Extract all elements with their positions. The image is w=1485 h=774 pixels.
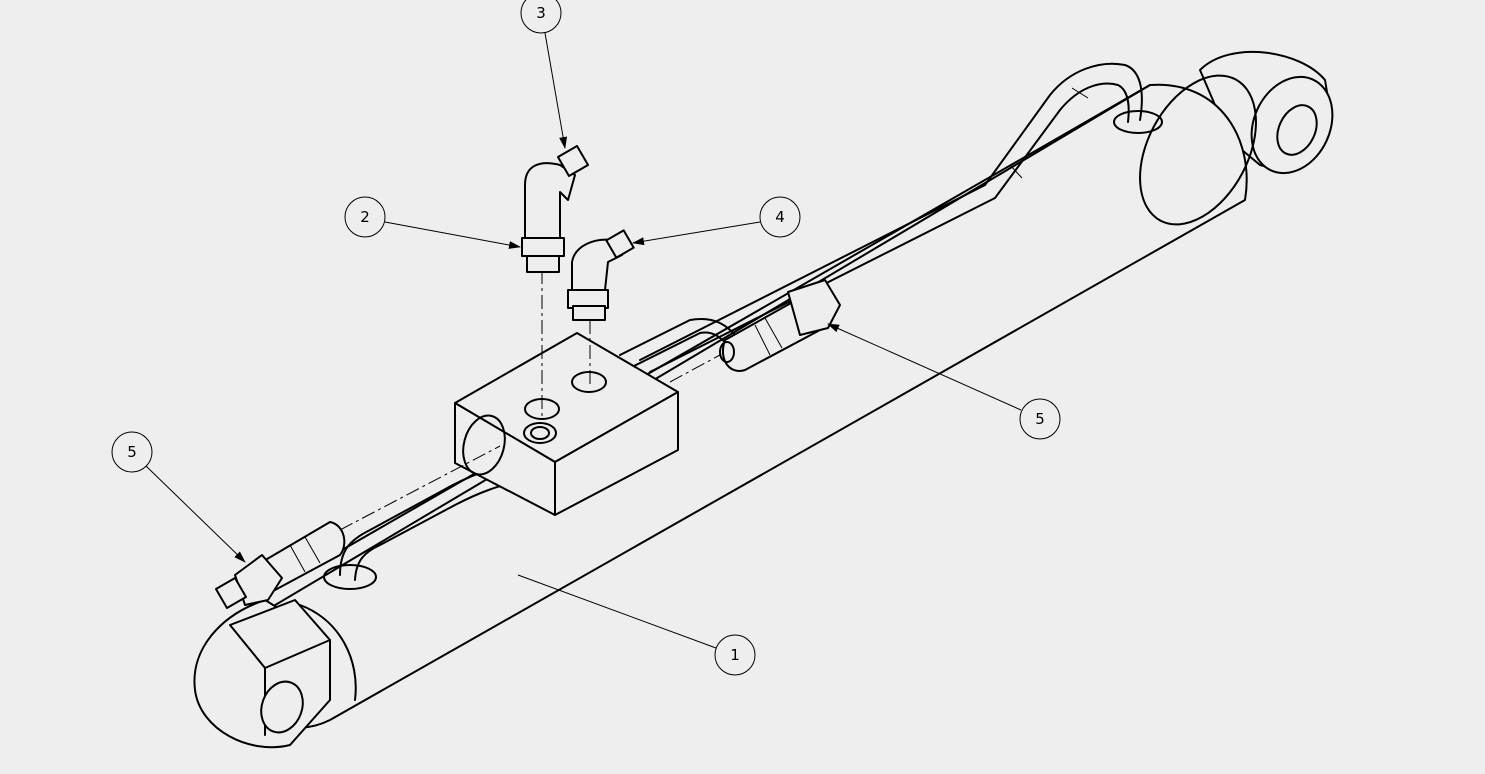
rear-tube <box>619 62 1163 373</box>
quick-coupler-right <box>719 279 841 372</box>
balloon-label: 1 <box>730 646 740 664</box>
port-block <box>454 332 679 516</box>
balloon-label: 4 <box>775 208 785 226</box>
balloon-5-right[interactable]: 5 <box>827 323 1061 440</box>
balloon-3[interactable]: 3 <box>520 0 568 149</box>
elbow-fitting-upper <box>521 144 590 273</box>
quick-coupler-left <box>214 521 346 610</box>
balloon-2[interactable]: 2 <box>344 196 521 249</box>
balloon-1[interactable]: 1 <box>515 572 756 676</box>
elbow-fitting-lower <box>567 229 635 321</box>
balloon-4[interactable]: 4 <box>632 196 801 246</box>
balloon-label: 5 <box>127 443 137 461</box>
balloon-label: 3 <box>536 4 546 22</box>
balloon-label: 2 <box>360 208 370 226</box>
front-clevis <box>193 599 357 749</box>
cylinder-body <box>234 74 1257 729</box>
balloon-label: 5 <box>1035 410 1045 428</box>
balloon-5-left[interactable]: 5 <box>111 431 246 563</box>
